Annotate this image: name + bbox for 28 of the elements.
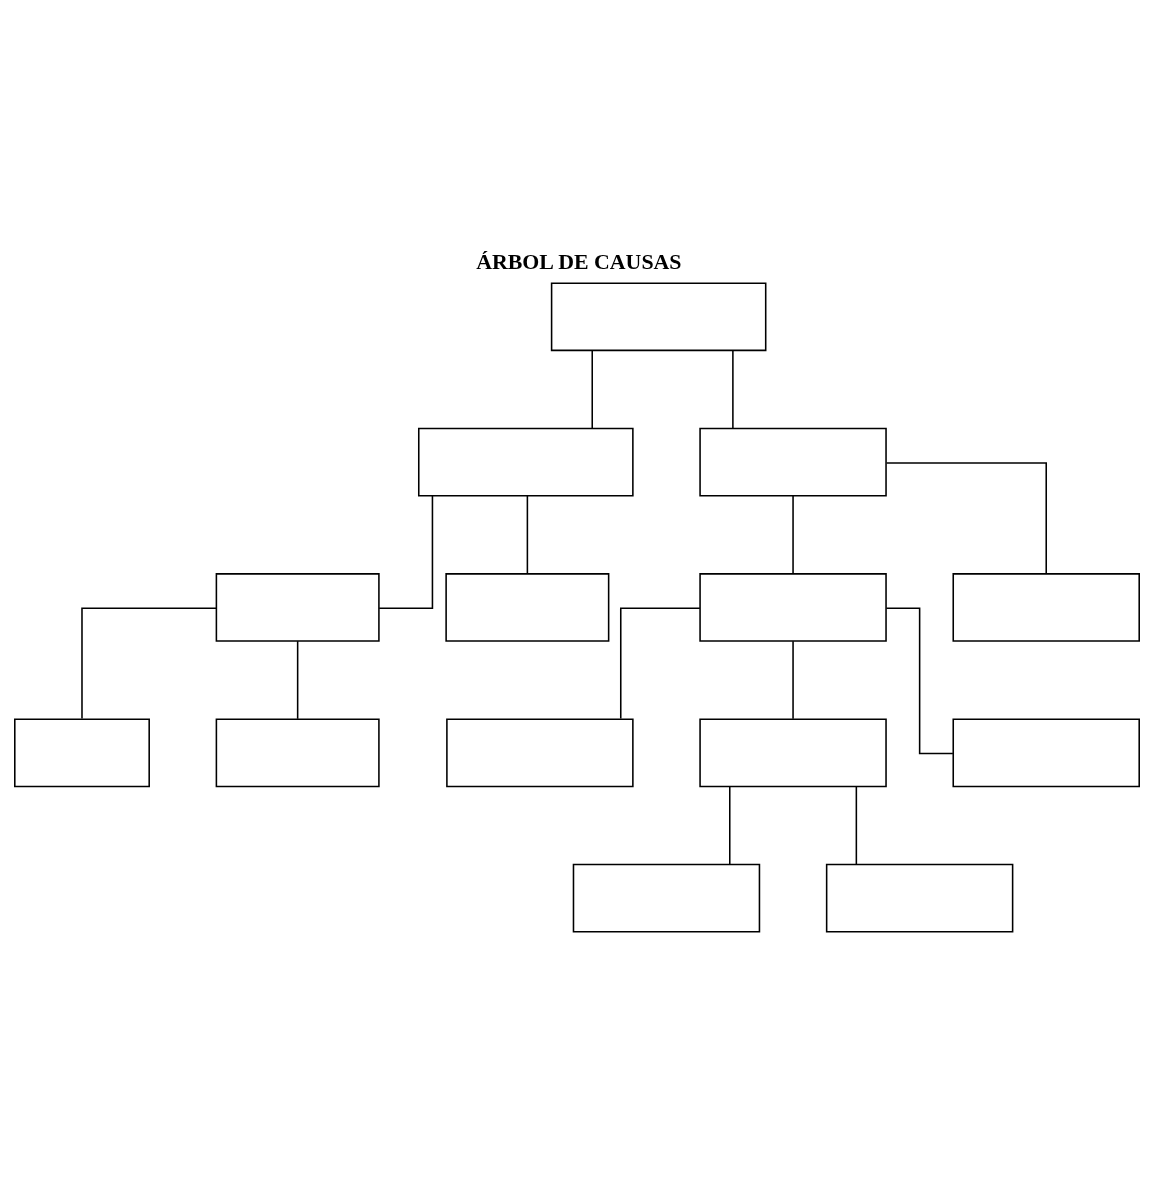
- connector: [885, 606, 954, 754]
- connector: [296, 639, 299, 720]
- node-box: [215, 717, 380, 787]
- node-box: [699, 427, 887, 496]
- connector: [526, 494, 529, 574]
- connector: [792, 639, 794, 720]
- node-box: [699, 717, 887, 787]
- node-box: [14, 717, 150, 787]
- node-box: [550, 281, 767, 351]
- connector: [81, 606, 217, 719]
- node-box: [418, 427, 634, 496]
- node-box: [215, 572, 380, 642]
- node-box: [825, 863, 1014, 933]
- node-box: [952, 717, 1140, 787]
- node-box: [572, 863, 761, 933]
- connector: [732, 349, 734, 429]
- node-box: [446, 717, 634, 787]
- node-box: [699, 572, 887, 642]
- connector: [729, 785, 731, 865]
- connector: [855, 785, 858, 865]
- connector: [378, 494, 434, 609]
- node-box: [445, 572, 610, 642]
- connector: [620, 606, 701, 719]
- connector: [885, 461, 1047, 574]
- connector: [591, 349, 593, 429]
- connector: [792, 494, 794, 574]
- diagram-title: ÁRBOL DE CAUSAS: [476, 249, 682, 274]
- node-box: [952, 572, 1140, 642]
